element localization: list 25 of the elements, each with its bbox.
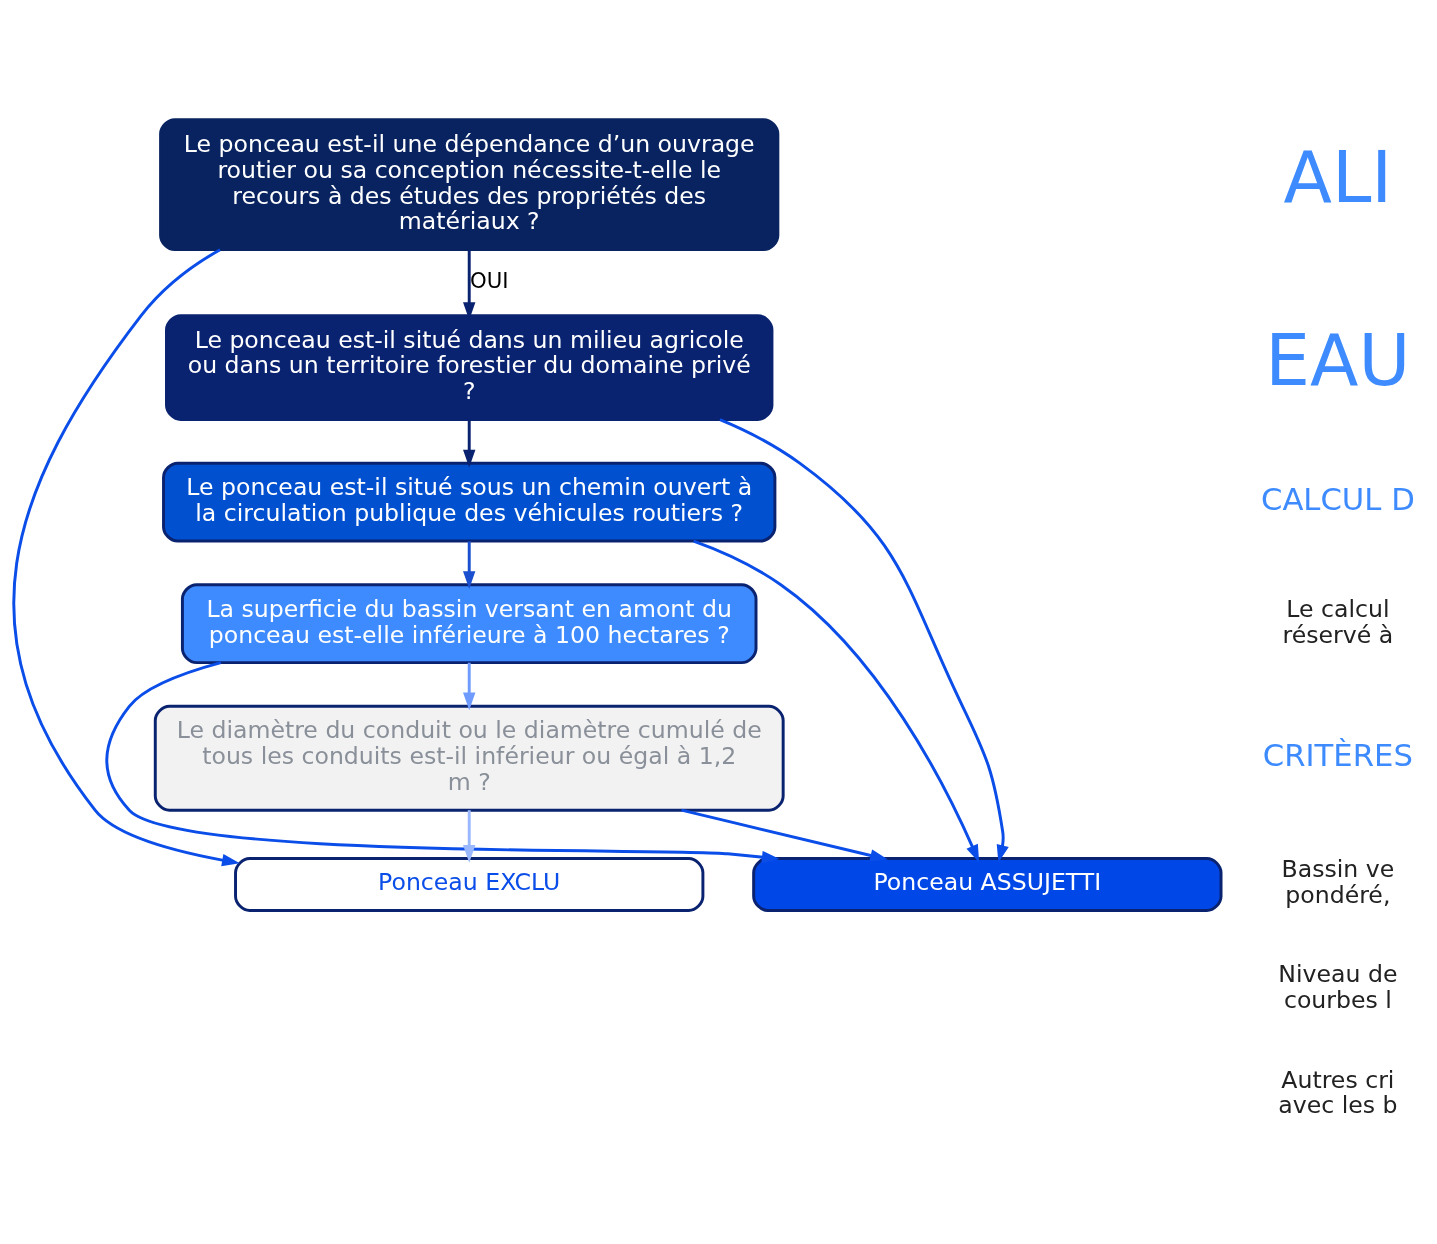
- arrow: [681, 808, 888, 861]
- node-box: Le diamètre du conduit ou le diamètre cumulé de tous les conduits est-il inférieur ou égal à 1,2 m ?: [153, 704, 785, 812]
- node-box: Ponceau ASSUJETTI: [752, 856, 1223, 912]
- arrow: [693, 539, 980, 862]
- arrow: [463, 419, 476, 468]
- label: ALI: [1283, 135, 1393, 219]
- label: Autres cri avec les b: [1278, 1065, 1398, 1119]
- arrow: [12, 247, 240, 866]
- arrow: [719, 417, 1009, 863]
- node-box: Le ponceau est-il situé dans un milieu agricole ou dans un territoire forestier du domaine privé ?: [165, 313, 774, 421]
- arrow: [463, 540, 476, 589]
- node-box: Ponceau EXCLU: [234, 856, 705, 912]
- node-box: Le ponceau est-il une dépendance d’un ouvrage routier ou sa conception nécessite-t-elle le recours à des études des propriétés des matériaux ?: [159, 117, 780, 251]
- node-box: Le ponceau est-il situé sous un chemin ouvert à la circulation publique des véhicules routiers ?: [162, 461, 777, 543]
- arrow: [463, 662, 476, 710]
- label: CALCUL D: [1260, 481, 1415, 517]
- arrow: [105, 660, 780, 863]
- label: EAU: [1265, 318, 1411, 402]
- label: CRITÈRES: [1262, 737, 1413, 773]
- label: Le calcul réservé à: [1282, 594, 1394, 649]
- arrow: [463, 809, 476, 863]
- edge-label: OUI: [470, 267, 509, 293]
- label: Niveau de courbes l: [1278, 959, 1398, 1014]
- node-box: La superficie du bassin versant en amont du ponceau est-elle inférieure à 100 hectares ?: [180, 582, 758, 664]
- label: Bassin ve pondéré,: [1281, 854, 1395, 909]
